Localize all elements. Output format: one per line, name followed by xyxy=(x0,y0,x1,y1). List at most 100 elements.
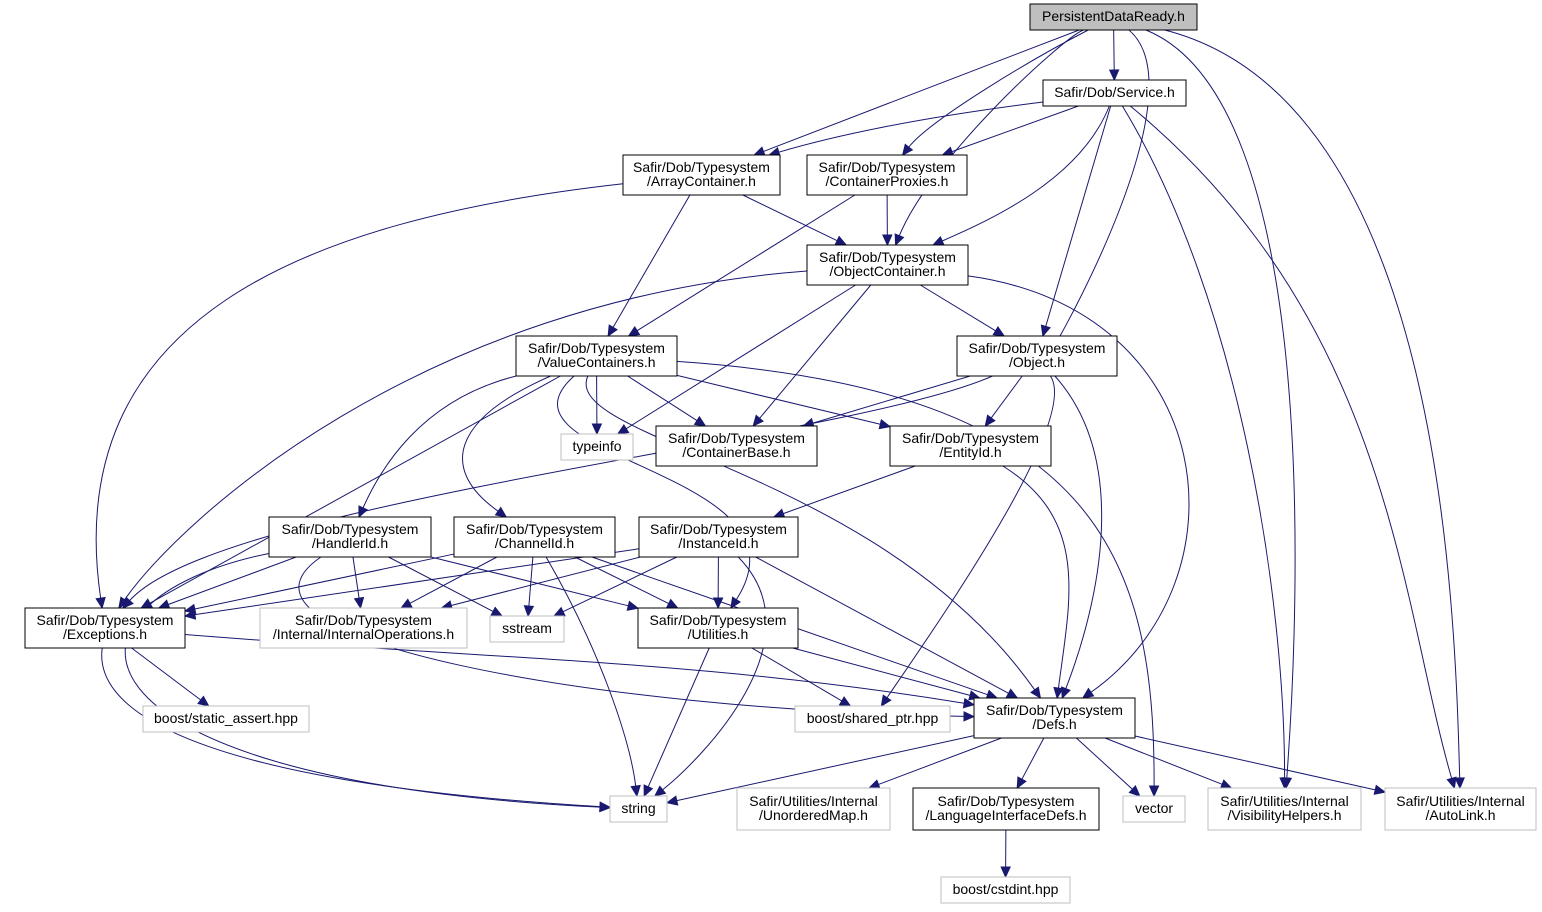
edge-valcont-to-entityid xyxy=(676,374,892,430)
edge-line xyxy=(409,556,498,604)
edge-line xyxy=(676,360,1155,787)
edge-channelid-to-string xyxy=(545,556,641,798)
node-object[interactable]: Safir/Dob/Typesystem/Object.h xyxy=(956,335,1118,377)
edge-line xyxy=(759,284,872,419)
edge-root-to-autolink xyxy=(1164,29,1465,790)
node-label-line: Safir/Dob/Typesystem xyxy=(528,340,665,356)
node-langdefs[interactable]: Safir/Dob/Typesystem/LanguageInterfaceDe… xyxy=(912,787,1100,831)
edge-line xyxy=(990,375,1023,419)
edge-utilities-to-string xyxy=(643,647,710,798)
node-exceptions[interactable]: Safir/Dob/Typesystem/Exceptions.h xyxy=(24,607,186,649)
edge-object-to-sharedptr xyxy=(880,375,1055,708)
edge-proxies-to-valcont xyxy=(627,194,856,337)
edge-objcont-to-typeinfo xyxy=(616,284,856,435)
node-visibility: Safir/Utilities/Internal/VisibilityHelpe… xyxy=(1207,787,1362,831)
node-box xyxy=(489,615,565,643)
node-label-line: /Defs.h xyxy=(1032,716,1076,732)
edge-line xyxy=(585,375,1036,691)
node-label-line: boost/static_assert.hpp xyxy=(154,710,298,726)
edge-defs-to-autolink xyxy=(1134,735,1387,795)
edge-instanceid-to-string xyxy=(653,556,767,797)
edge-line xyxy=(194,548,640,616)
edge-line xyxy=(676,374,881,425)
node-label-line: /ValueContainers.h xyxy=(537,354,655,370)
edge-entityid-to-defs xyxy=(1002,465,1070,700)
edge-defs-to-string xyxy=(665,735,975,806)
edge-line xyxy=(742,194,838,242)
edge-line xyxy=(194,553,455,610)
node-internalops: Safir/Dob/Typesystem/Internal/InternalOp… xyxy=(259,607,468,649)
edge-arrowhead xyxy=(653,785,667,797)
edge-arrowhead xyxy=(838,696,852,707)
node-box xyxy=(560,433,634,461)
node-service[interactable]: Safir/Dob/Service.h xyxy=(1042,79,1187,107)
edge-arrowhead xyxy=(95,596,106,610)
node-contbase[interactable]: Safir/Dob/Typesystem/ContainerBase.h xyxy=(655,425,818,467)
node-label-line: /ContainerBase.h xyxy=(682,444,790,460)
node-defs[interactable]: Safir/Dob/Typesystem/Defs.h xyxy=(973,697,1136,739)
edge-line xyxy=(430,556,629,607)
node-label-line: Safir/Dob/Typesystem xyxy=(650,521,787,537)
node-utilities[interactable]: Safir/Dob/Typesystem/Utilities.h xyxy=(637,607,799,649)
edge-line xyxy=(1129,105,1453,779)
edge-line xyxy=(352,556,360,599)
edge-line xyxy=(129,375,993,601)
edge-valcont-to-utilities xyxy=(556,375,751,610)
node-objcont[interactable]: Safir/Dob/Typesystem/ObjectContainer.h xyxy=(806,244,969,286)
node-label-line: typeinfo xyxy=(572,438,621,454)
node-box xyxy=(1384,787,1537,831)
edge-arrowhead xyxy=(616,423,630,435)
node-label-line: /LanguageInterfaceDefs.h xyxy=(925,807,1086,823)
edge-arrowhead xyxy=(122,596,134,609)
edge-arrowhead xyxy=(607,324,618,338)
edge-arrowhead xyxy=(665,795,679,806)
edge-line xyxy=(755,556,1009,694)
edge-defs-to-unordered xyxy=(867,737,1002,790)
edge-array-to-objcont xyxy=(742,194,848,246)
node-array[interactable]: Safir/Dob/Typesystem/ArrayContainer.h xyxy=(622,154,781,196)
node-label-line: /AutoLink.h xyxy=(1425,807,1495,823)
node-root[interactable]: PersistentDataReady.h xyxy=(1029,3,1198,31)
edge-line xyxy=(574,556,669,605)
node-handlerid[interactable]: Safir/Dob/Typesystem/HandlerId.h xyxy=(268,516,432,558)
edge-line xyxy=(625,284,856,430)
edge-arrowhead xyxy=(353,596,365,610)
edge-line xyxy=(101,647,601,808)
edge-object-to-entityid xyxy=(984,375,1023,427)
edge-line xyxy=(545,556,637,787)
edge-line xyxy=(451,556,641,607)
node-box xyxy=(794,705,951,733)
edge-line xyxy=(1121,105,1286,779)
edge-arrowhead xyxy=(730,596,742,610)
edge-line xyxy=(612,194,691,328)
node-box xyxy=(655,425,818,467)
edge-arrowhead xyxy=(1061,686,1071,700)
node-box xyxy=(806,244,969,286)
edge-line xyxy=(1054,375,1103,689)
node-proxies[interactable]: Safir/Dob/Typesystem/ContainerProxies.h xyxy=(806,154,968,196)
node-instanceid[interactable]: Safir/Dob/Typesystem/InstanceId.h xyxy=(638,516,799,558)
node-label-line: /ChannelId.h xyxy=(495,535,574,551)
node-label-line: sstream xyxy=(502,620,552,636)
edge-channelid-to-utilities xyxy=(574,556,679,609)
edge-line xyxy=(562,556,678,613)
node-label-line: boost/shared_ptr.hpp xyxy=(807,710,939,726)
edge-exceptions-to-string xyxy=(101,647,612,812)
edge-arrowhead xyxy=(880,694,892,708)
edge-valcont-to-handlerid xyxy=(358,375,517,519)
node-entityid[interactable]: Safir/Dob/Typesystem/EntityId.h xyxy=(889,425,1052,467)
edge-line xyxy=(168,556,297,605)
node-box xyxy=(142,705,310,733)
node-box xyxy=(268,516,432,558)
edge-valcont-to-channelid xyxy=(462,375,551,518)
node-label-line: /ContainerProxies.h xyxy=(826,173,949,189)
edge-array-to-valcont xyxy=(607,194,691,338)
node-box xyxy=(609,795,668,823)
node-channelid[interactable]: Safir/Dob/Typesystem/ChannelId.h xyxy=(453,516,616,558)
edge-arrowhead xyxy=(627,325,641,337)
node-valcont[interactable]: Safir/Dob/Typesystem/ValueContainers.h xyxy=(515,335,678,377)
edge-arrowhead xyxy=(643,784,654,798)
edge-line xyxy=(647,647,710,788)
edge-arrowhead xyxy=(523,605,535,618)
